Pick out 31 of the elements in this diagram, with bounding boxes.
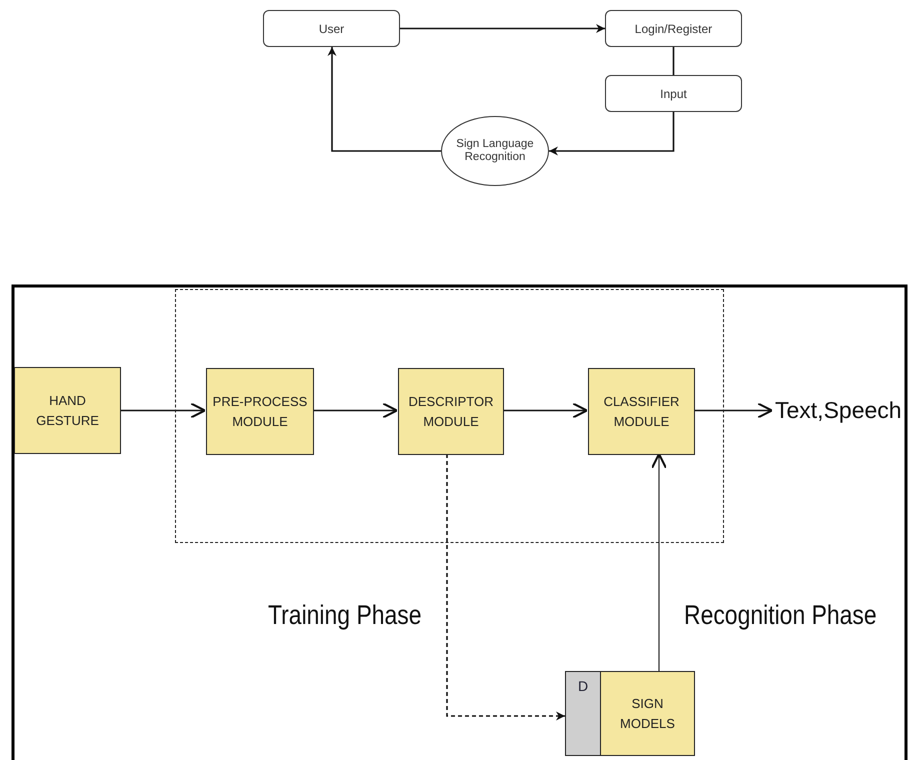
process-box: [605, 10, 742, 47]
box-label: Text,Speech: [774, 396, 903, 424]
section-label: D: [566, 672, 601, 755]
arrow: [121, 402, 206, 419]
module-box: [398, 368, 504, 455]
box-label: PRE-PROCESS MODULE: [212, 393, 308, 430]
arrow: [328, 47, 441, 152]
process-box: [263, 10, 400, 47]
module-box: [206, 368, 314, 455]
dashed-group-box: [175, 289, 724, 543]
arrow: [503, 402, 588, 419]
arrow: [446, 454, 565, 720]
box-label: HAND GESTURE: [35, 392, 100, 430]
arrow: [650, 452, 668, 672]
arrow: [313, 402, 398, 419]
module-box: [14, 367, 121, 454]
phase-label: Recognition Phase: [684, 600, 877, 631]
box-label: Input: [659, 86, 688, 100]
box-label: Sign Language Recognition: [455, 138, 535, 164]
box-label: CLASSIFIER MODULE: [602, 393, 680, 430]
box-label: DESCRIPTOR MODULE: [408, 393, 494, 430]
process-box: [605, 75, 742, 112]
module-box: [588, 368, 695, 455]
box-label: User: [318, 22, 346, 36]
arrow: [694, 402, 774, 419]
arrow: [549, 112, 674, 156]
database-box: [565, 671, 695, 756]
box-label: Login/Register: [634, 22, 714, 36]
arrow: [400, 24, 605, 33]
box-label: SIGN MODELS: [619, 695, 676, 732]
phase-label: Training Phase: [268, 600, 422, 631]
